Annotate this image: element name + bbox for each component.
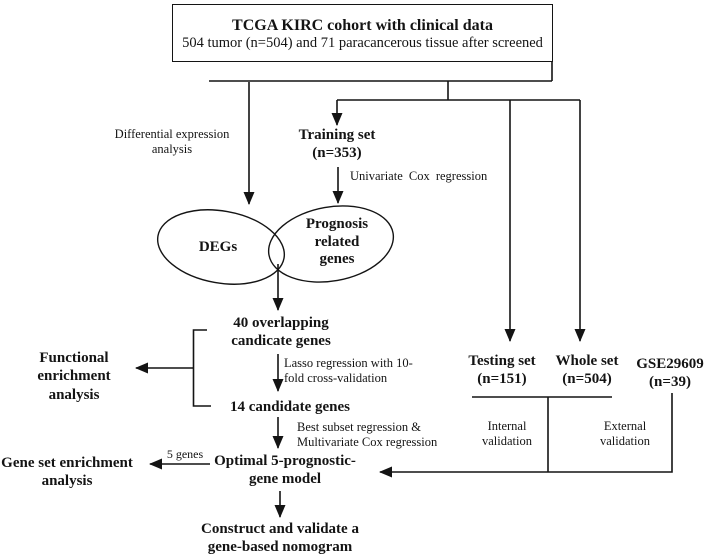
connector-lines xyxy=(209,61,612,472)
venn-diagram xyxy=(156,205,395,285)
node-gene-set-enrichment: Gene set enrichment analysis xyxy=(1,455,133,490)
arrow-validation-to-optimal xyxy=(379,393,673,478)
node-whole-set: Whole set (n=504) xyxy=(555,353,619,388)
edge-label-lasso: Lasso regression with 10- fold cross-val… xyxy=(284,356,413,386)
bracket xyxy=(192,329,211,407)
edge-label-internal-validation: Internal validation xyxy=(482,419,532,449)
node-degs: DEGs xyxy=(198,239,238,255)
node-nomogram: Construct and validate a gene-based nomo… xyxy=(201,521,359,556)
edge-label-external-validation: External validation xyxy=(600,419,650,449)
node-functional-enrichment: Functional enrichment analysis xyxy=(37,350,111,403)
node-overlapping-genes: 40 overlapping candicate genes xyxy=(231,315,331,350)
cohort-box: TCGA KIRC cohort with clinical data 504 … xyxy=(172,4,553,62)
edge-label-univariate-cox: Univariate Cox regression xyxy=(350,169,488,183)
edge-label-differential-expression: Differential expression analysis xyxy=(114,127,230,157)
node-training-set: Training set (n=353) xyxy=(298,127,376,162)
edge-label-five-genes: 5 genes xyxy=(166,447,204,461)
edge-label-best-subset: Best subset regression & Multivariate Co… xyxy=(297,420,438,450)
node-testing-set: Testing set (n=151) xyxy=(468,353,536,388)
node-optimal-model: Optimal 5-prognostic- gene model xyxy=(214,453,356,488)
cohort-box-subtitle: 504 tumor (n=504) and 71 paracancerous t… xyxy=(182,35,543,52)
cohort-box-title: TCGA KIRC cohort with clinical data xyxy=(232,17,493,34)
node-prognosis-related-genes: Prognosis related genes xyxy=(305,216,369,268)
node-fourteen-candidate-genes: 14 candidate genes xyxy=(230,399,350,415)
node-gse29609: GSE29609 (n=39) xyxy=(636,356,704,391)
